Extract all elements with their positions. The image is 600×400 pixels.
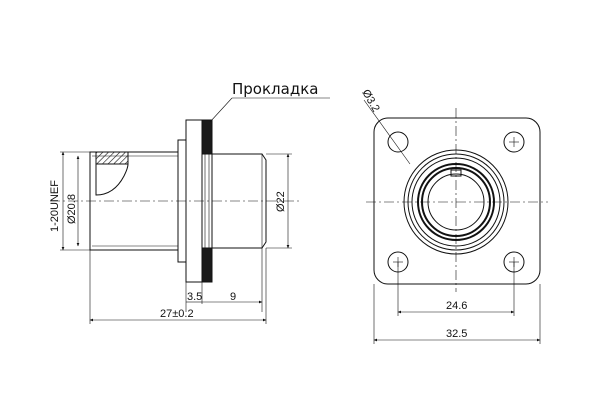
thread-spec: 1-20UNEF: [49, 180, 61, 232]
side-view: Прокладка 1-20UNEF Ø20.8 Ø22 3.5 9 27±0.…: [49, 80, 330, 324]
flange-front: [373, 117, 541, 285]
mount-hole-tl: [387, 131, 409, 153]
section-hatch: [95, 151, 129, 165]
gasket-bottom: [201, 247, 213, 283]
rear-cylinder: [212, 153, 267, 249]
mount-hole-tr: [503, 131, 525, 153]
dim-9: 9: [230, 291, 236, 303]
dim-dia-22: Ø22: [275, 191, 287, 212]
dim-dia-20-8: Ø20.8: [66, 194, 78, 224]
dim-flange-width: 32.5: [446, 328, 467, 340]
gasket-label: Прокладка: [232, 80, 318, 98]
gasket-top: [201, 119, 213, 155]
coupling-ring: [417, 163, 495, 241]
dim-hole-spacing: 24.6: [446, 300, 467, 312]
dim-27: 27±0.2: [160, 308, 194, 320]
dim-3-5: 3.5: [187, 291, 202, 303]
front-view: Ø3.2 24.6 32.5: [359, 88, 548, 344]
dim-hole-dia: Ø3.2: [359, 88, 381, 115]
section-cut-curve: [95, 163, 129, 196]
